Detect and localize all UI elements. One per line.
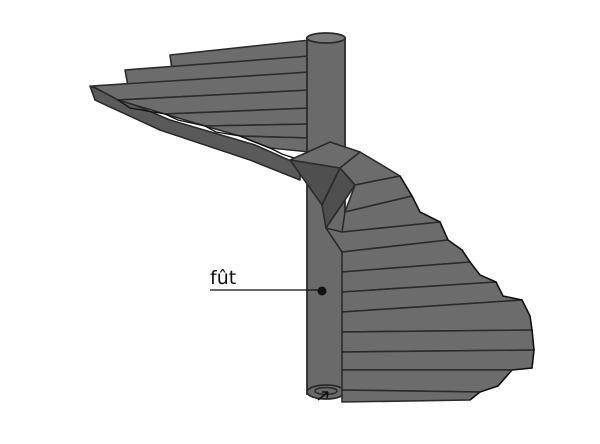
lower-flight — [325, 175, 535, 403]
post-top-cap — [306, 32, 346, 44]
upper-flight-sawtooth — [117, 99, 301, 161]
step — [341, 389, 481, 403]
step — [341, 369, 513, 393]
callout-dot — [317, 286, 327, 296]
step — [341, 329, 535, 353]
step — [341, 349, 535, 371]
lower-flight-sawtooth — [399, 175, 535, 401]
base-arrow-icon — [317, 391, 329, 401]
upper-flight — [89, 39, 311, 181]
turning-steps — [289, 141, 401, 229]
callout-fut: fût — [210, 267, 327, 296]
callout-label-fut: fût — [210, 267, 236, 289]
